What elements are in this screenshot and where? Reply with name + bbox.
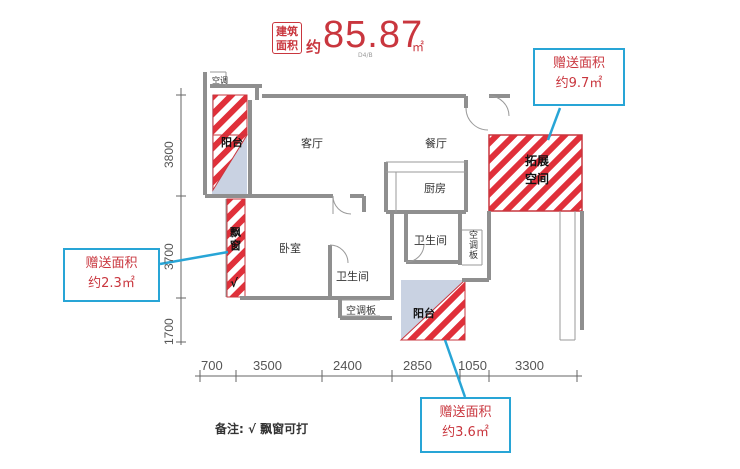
thin-lines [210,71,576,341]
ac-top-label: 空调 [212,76,228,85]
bay-window-label: 飘窗 [230,226,241,252]
callout-extension-line1: 赠送面积 [552,56,605,71]
hatch-extension-space [488,134,583,212]
dim-v-3: 1700 [162,318,176,345]
area-unit: ㎡ [412,40,425,54]
badge-line1: 建筑 [276,25,298,38]
hatch-balcony-top-tri [212,134,248,192]
walls [203,72,584,330]
bathroom-2-label: 卫生间 [336,270,369,283]
balcony-top-label: 阳台 [221,136,243,149]
ac-board-1-label: 空调板 [346,306,376,317]
dim-h-5: 1050 [458,358,487,373]
bedroom-label: 卧室 [279,242,301,255]
dim-h-3: 2400 [333,358,362,373]
dim-h-4: 2850 [403,358,432,373]
area-badge: 建筑 面积 [272,22,302,54]
bay-window-check: √ [230,276,239,290]
dim-h-6: 3300 [515,358,544,373]
extension-space-label: 拓展空间 [524,154,549,186]
callout-extension-line2: 约9.7㎡ [555,76,603,91]
badge-line2: 面积 [276,39,298,52]
hatch-balcony-top [212,94,248,136]
ac-board-2-label: 空调板 [469,231,479,261]
horizontal-dimension-line [195,370,582,382]
area-prefix: 约 [306,38,322,56]
balcony-bottom-label: 阳台 [413,307,435,320]
dim-v-1: 3800 [162,141,176,168]
callout-balcony-line2: 约3.6㎡ [442,425,489,440]
vertical-dimension-line [176,88,186,345]
bathroom-1-label: 卫生间 [414,234,447,247]
dim-v-2: 3700 [162,243,176,270]
area-value: 85.87 [323,14,424,56]
living-room-label: 客厅 [301,137,323,150]
footnote: 备注: √ 飘窗可打 [215,422,309,436]
callout-bay-window: 赠送面积 约2.3㎡ [63,248,160,302]
dining-room-label: 餐厅 [425,137,447,150]
hatch-bay-window [226,198,246,298]
callout-bay-line1: 赠送面积 [85,256,138,271]
callout-balcony-line1: 赠送面积 [439,405,492,420]
dim-h-2: 3500 [253,358,282,373]
callout-balcony: 赠送面积 约3.6㎡ [420,397,511,453]
callout-extension: 赠送面积 约9.7㎡ [533,48,625,106]
hatch-balcony-bottom [399,278,466,341]
callout-bay-line2: 约2.3㎡ [88,276,135,291]
plan-code: D4/B [358,52,373,59]
callout-leaders [159,107,562,398]
kitchen-label: 厨房 [424,182,446,195]
door-swings [329,95,510,264]
dim-h-1: 700 [201,358,223,373]
